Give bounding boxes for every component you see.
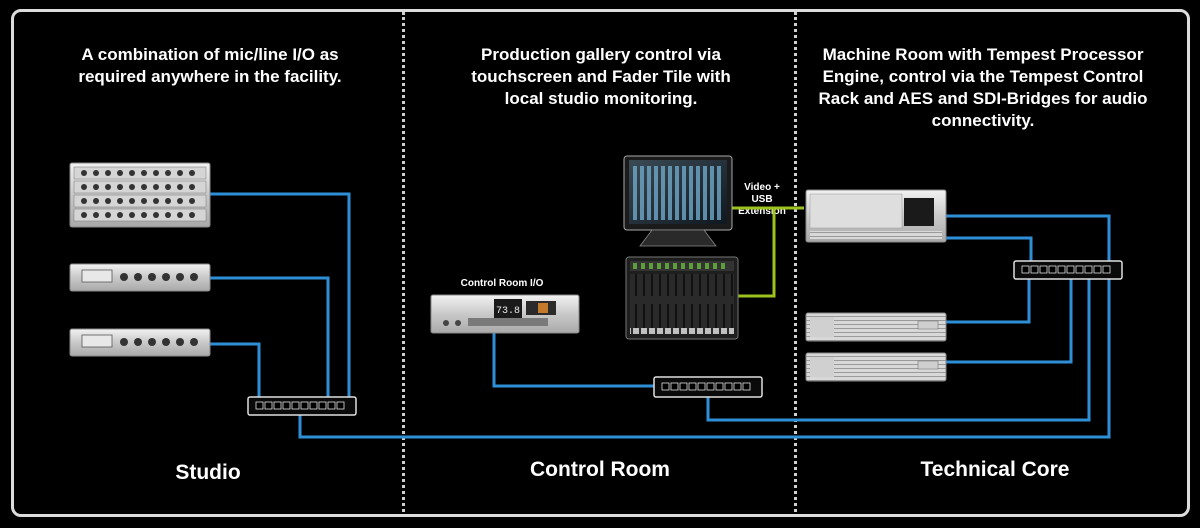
divider-right <box>794 12 797 512</box>
divider-left <box>402 12 405 512</box>
technical-core-description: Machine Room with Tempest Processor Engi… <box>818 45 1148 130</box>
link-studio-rack1 <box>209 192 351 398</box>
link-core-switch-to-bridge1 <box>946 278 1031 324</box>
link-crswitch-to-core <box>706 278 1091 422</box>
video-usb-label: Video + USB Extension <box>738 182 786 217</box>
link-studio-rack3 <box>209 342 261 398</box>
control-room-io-label: Control Room I/O <box>460 278 544 289</box>
link-core-switch-to-bridge2 <box>946 278 1073 364</box>
control-room-io-display: 73.8 <box>496 306 520 317</box>
link-studio-rack2 <box>209 276 330 398</box>
touchscreen-monitor <box>623 155 733 247</box>
studio-rack-4u <box>69 162 211 228</box>
tempest-processor-engine <box>805 189 947 243</box>
link-studio-switch-to-core <box>298 214 1111 439</box>
link-crio-to-switch <box>492 332 654 388</box>
studio-network-switch <box>247 396 357 416</box>
fader-tile <box>625 256 739 340</box>
core-bridge-unit-1 <box>805 312 947 342</box>
zone-label-technical-core: Technical Core <box>920 458 1070 481</box>
network-links <box>209 192 1111 439</box>
zone-label-studio: Studio <box>175 461 241 484</box>
link-core-engine-lower <box>946 236 1033 262</box>
control-room-network-switch <box>653 376 763 398</box>
video-usb-links <box>732 206 804 298</box>
core-network-switch <box>1013 260 1123 280</box>
control-room-description: Production gallery control via touchscre… <box>471 45 731 108</box>
studio-description: A combination of mic/line I/O as require… <box>78 45 342 86</box>
control-room-io-unit: 73.8 <box>430 294 580 334</box>
core-bridge-unit-2 <box>805 352 947 382</box>
zone-label-control-room: Control Room <box>530 458 670 481</box>
link-fadertile-to-engine <box>736 208 776 298</box>
studio-rack-1u-a <box>69 263 211 292</box>
diagram-frame <box>11 9 1190 517</box>
studio-rack-1u-b <box>69 328 211 357</box>
